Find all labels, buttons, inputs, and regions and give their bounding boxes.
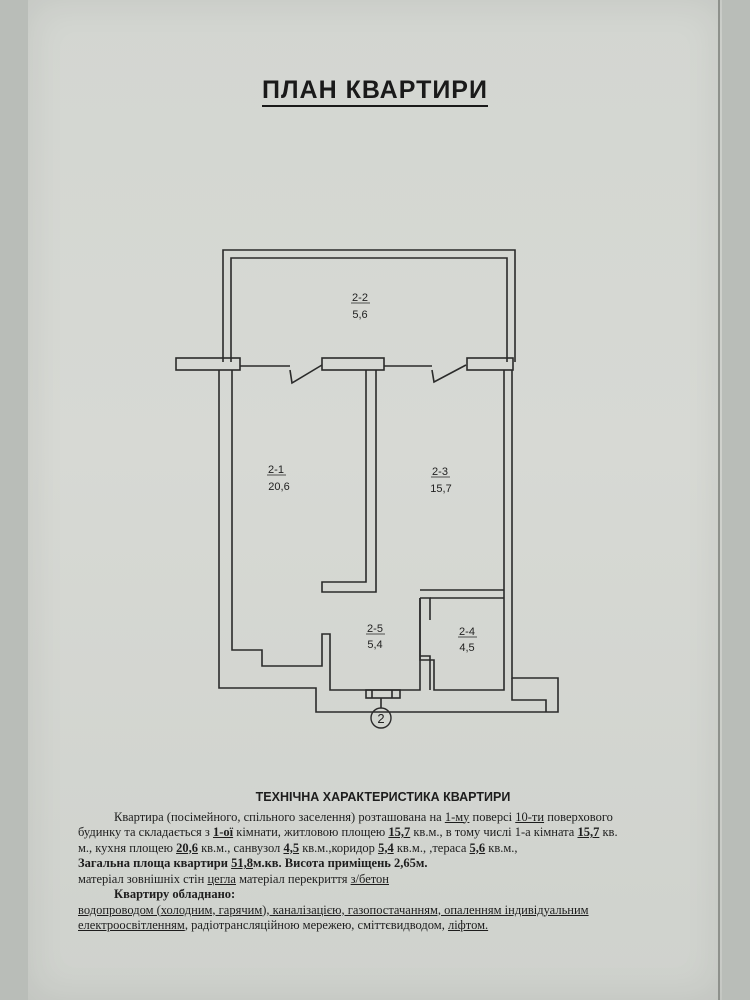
door-swing-right — [431, 364, 467, 384]
room-2-4: 2-4 4,5 — [458, 626, 477, 654]
plan-walls — [175, 249, 559, 713]
room-area: 15,7 — [430, 483, 451, 495]
room-area: 20,6 — [268, 481, 289, 493]
terrace-inner — [230, 257, 508, 362]
terrace-outer — [222, 249, 516, 362]
bathroom-area-value: 4,5 — [283, 840, 300, 855]
room-id: 2-5 — [367, 623, 383, 635]
floors-value: 10-ти — [515, 809, 545, 824]
text: будинку та складається з — [78, 825, 213, 839]
text: кімнати, житловою площею — [233, 825, 389, 839]
text: електроосвітленням — [78, 918, 185, 932]
terrace-area-value: 5,6 — [469, 840, 486, 855]
room-2-5: 2-5 5,4 — [366, 623, 385, 651]
tech-line-4: Загальна площа квартири 51,8м.кв. Висота… — [78, 856, 698, 872]
room-area: 5,4 — [367, 639, 382, 651]
floor-material-value: з/бетон — [350, 871, 389, 886]
text: Загальна площа квартири — [78, 856, 232, 870]
text: кв.м., ,тераса — [393, 840, 470, 855]
text: поверхового — [544, 809, 613, 824]
document-sheet — [28, 0, 722, 1000]
text: кв.м.,коридор — [299, 840, 379, 855]
bathroom-lower-jamb — [420, 655, 431, 690]
living-area-value: 15,7 — [388, 825, 411, 839]
door-swing-left — [289, 364, 323, 385]
bathroom-door-jamb — [420, 597, 431, 620]
wall-pier-left — [175, 357, 241, 371]
wall-pier-right — [466, 357, 514, 371]
room-area: 4,5 — [459, 642, 474, 654]
tech-line-1: Квартира (посімейного, спільного заселен… — [78, 810, 698, 826]
room-id: 2-1 — [268, 464, 284, 476]
text: ліфтом. — [447, 918, 489, 932]
wall-material-value: цегла — [207, 871, 236, 886]
text: Квартира (посімейного, спільного заселен… — [114, 809, 445, 824]
text: матеріал зовнішніх стін — [78, 871, 208, 886]
tech-line-8: електроосвітленням, радіотрансляційною м… — [78, 918, 698, 934]
tech-line-5: матеріал зовнішніх стін цегла матеріал п… — [78, 872, 698, 888]
partition-room-1-3 — [321, 370, 377, 593]
text: кв.м., — [485, 840, 518, 855]
sheet-edge — [718, 0, 720, 1000]
room-2-1: 2-1 20,6 — [267, 464, 290, 493]
room-area: 5,6 — [352, 309, 367, 321]
total-area-value: 51,8 — [231, 856, 253, 870]
text: кв. — [599, 825, 618, 839]
outer-wall-step — [511, 678, 547, 712]
page-title-text: ПЛАН КВАРТИРИ — [262, 76, 488, 107]
text: кв.м., санвузол — [197, 840, 284, 855]
rooms-value: 1-ої — [212, 825, 234, 839]
text: поверсі — [469, 809, 516, 824]
kitchen-area-value: 20,6 — [176, 840, 198, 855]
floor-value: 1-му — [444, 809, 470, 824]
room-id: 2-2 — [352, 292, 368, 304]
page-title: ПЛАН КВАРТИРИ — [0, 76, 750, 107]
room-id: 2-3 — [432, 466, 448, 478]
text: м.кв. Висота приміщень 2,65м. — [252, 856, 428, 870]
wall-pier-middle — [321, 357, 385, 371]
text: , радіотрансляційною мережею, сміттєвидв… — [184, 918, 448, 932]
entrance-marker-circle — [370, 707, 392, 729]
room1-area-value: 15,7 — [577, 825, 600, 839]
entrance-marker-label: 2 — [377, 711, 384, 726]
technical-characteristics: ТЕХНІЧНА ХАРАКТЕРИСТИКА КВАРТИРИ Квартир… — [78, 790, 698, 934]
tech-heading: ТЕХНІЧНА ХАРАКТЕРИСТИКА КВАРТИРИ — [255, 790, 511, 804]
tech-line-3: м., кухня площею 20,6 кв.м., санвузол 4,… — [78, 841, 698, 857]
room-2-3: 2-3 15,7 — [430, 466, 451, 495]
outer-wall-outer — [218, 370, 559, 713]
tech-line-7: водопроводом (холодним, гарячим), каналі… — [78, 902, 589, 917]
tech-line-6: Квартиру обладнано: — [114, 887, 236, 901]
outer-wall-inner-right — [419, 370, 505, 691]
text: кв.м., в тому числі 1-а кімната — [410, 825, 578, 839]
text: м., кухня площею — [78, 840, 177, 855]
corridor-area-value: 5,4 — [378, 840, 394, 855]
tech-line-2: будинку та складається з 1-ої кімнати, ж… — [78, 825, 698, 841]
room-id: 2-4 — [459, 626, 475, 638]
room-2-2: 2-2 5,6 — [351, 292, 370, 321]
entrance-door — [365, 689, 401, 699]
outer-wall-inner-left — [231, 370, 421, 691]
text: матеріал перекриття — [235, 871, 351, 886]
